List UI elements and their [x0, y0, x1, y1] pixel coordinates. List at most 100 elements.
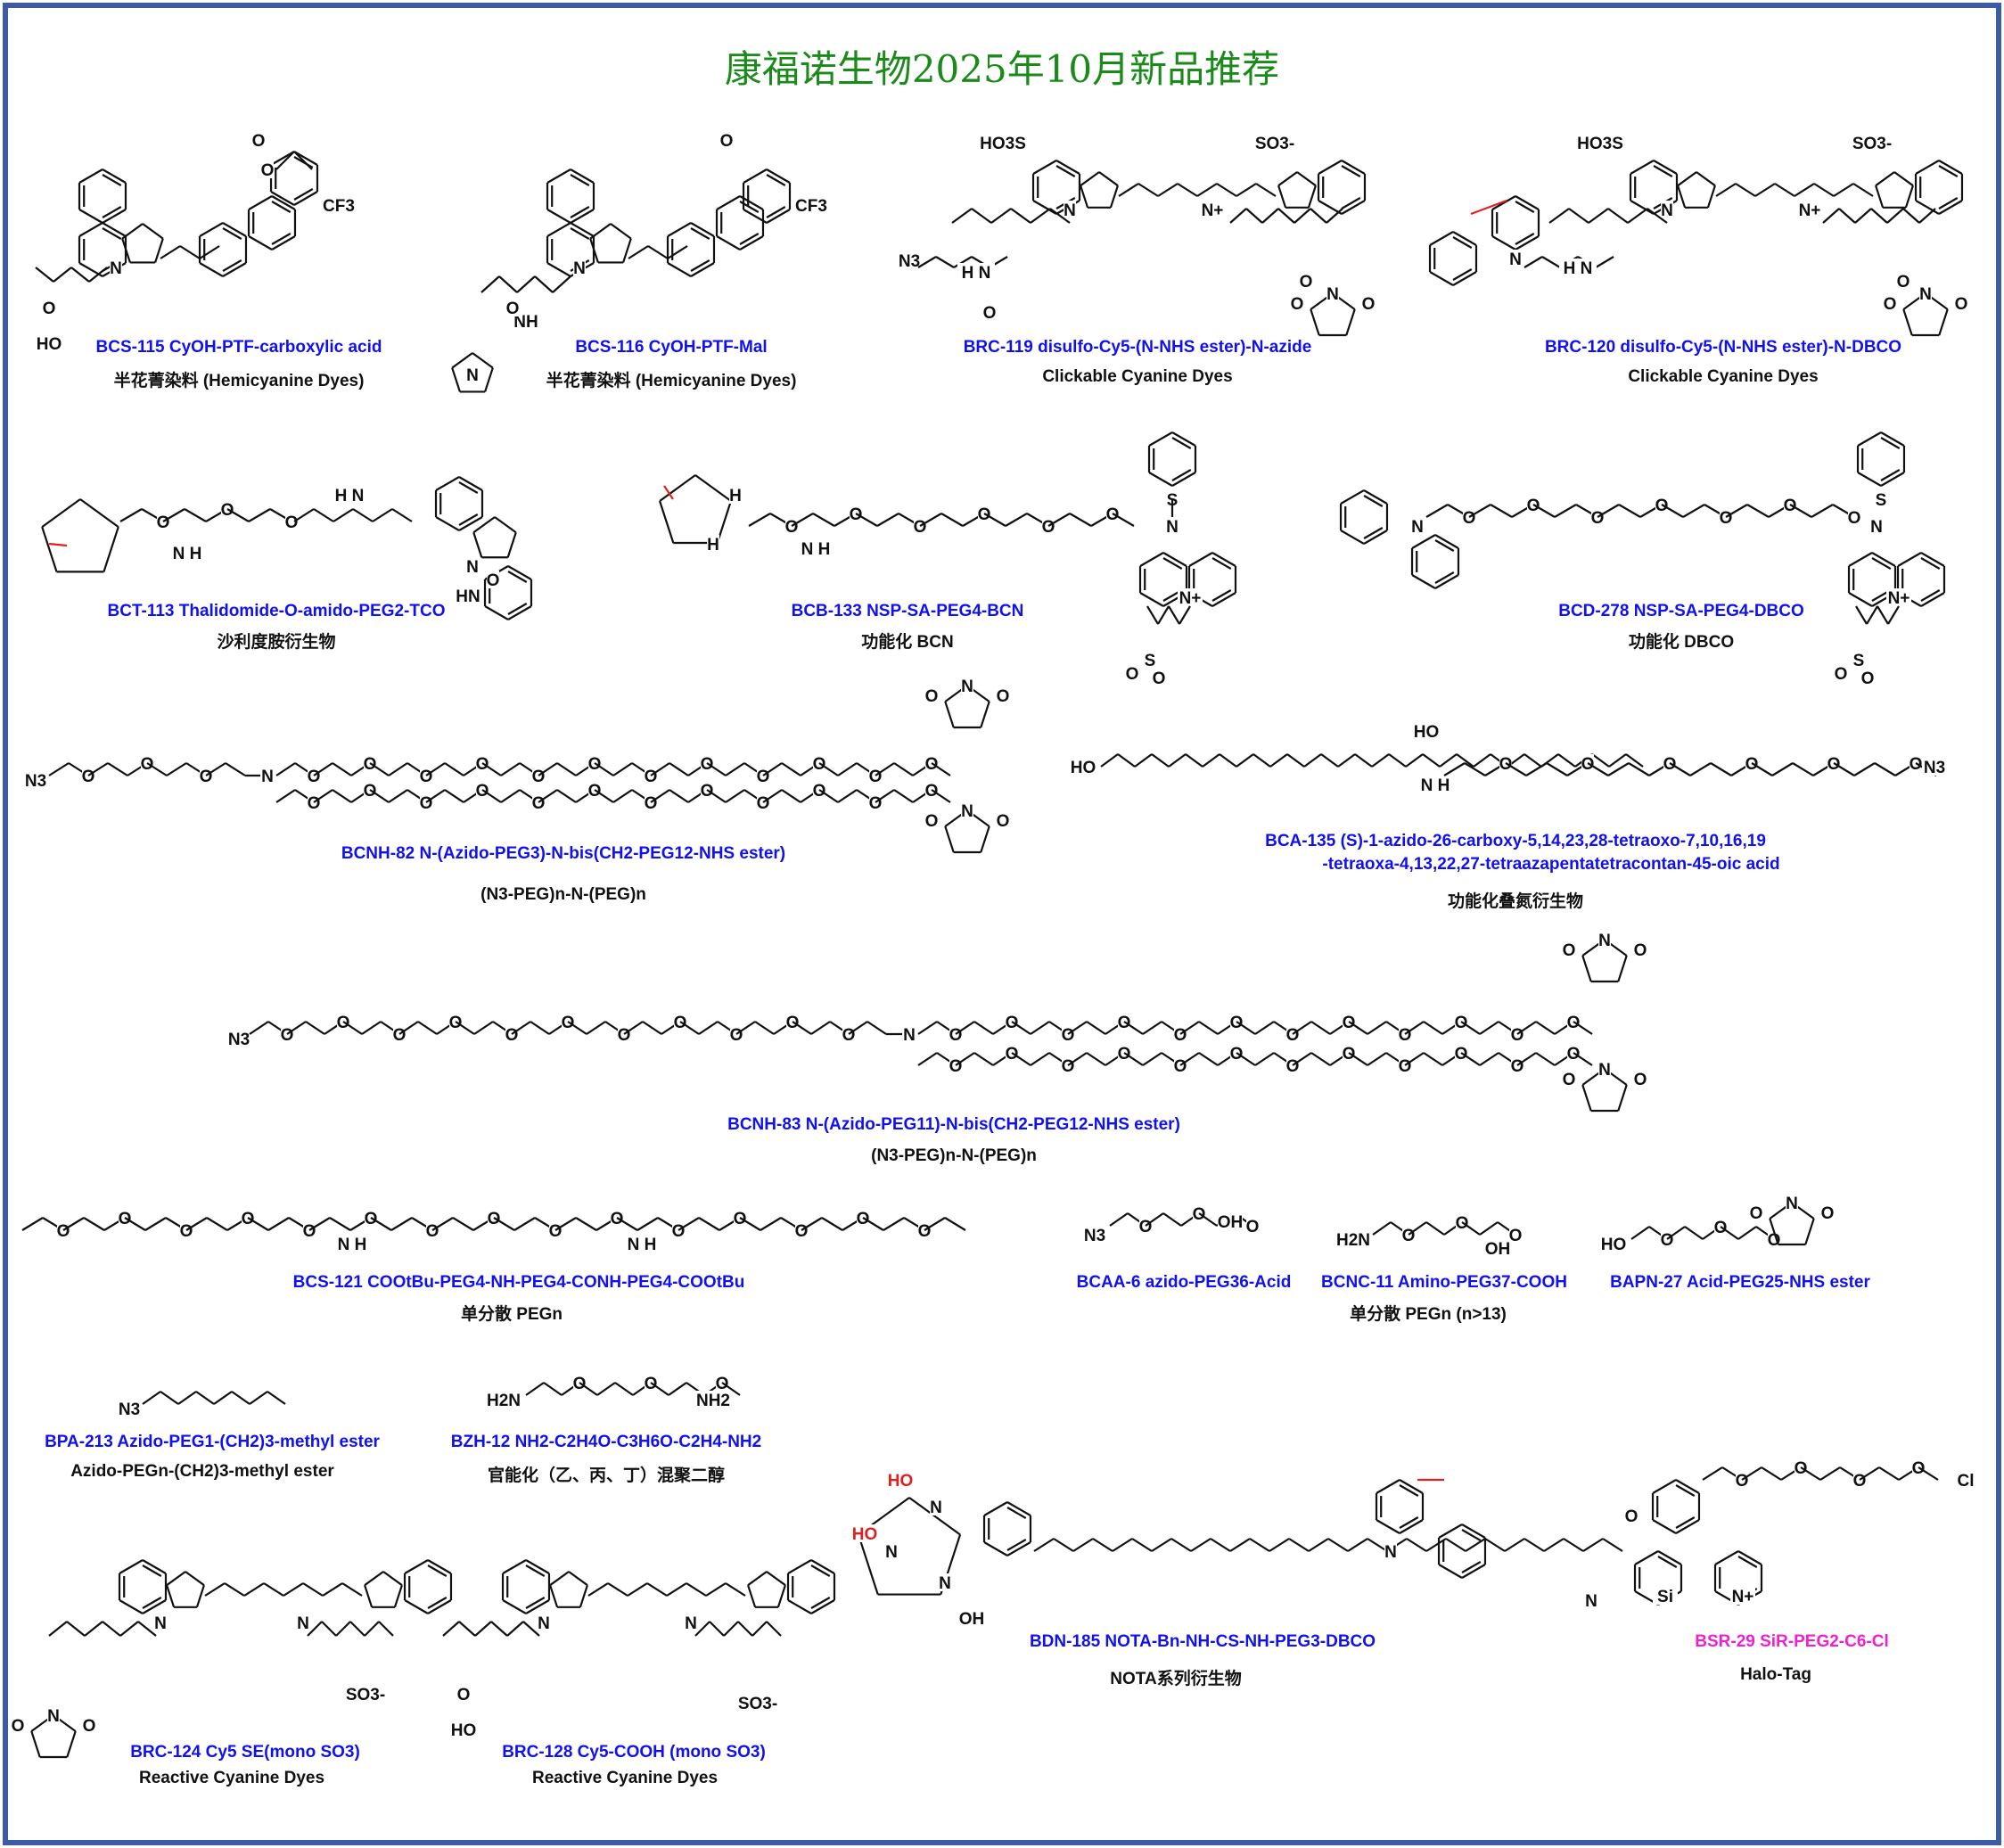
svg-text:O: O — [978, 505, 991, 524]
product-label-brc-119: BRC-119 disulfo-Cy5-(N-NHS ester)-N-azid… — [963, 338, 1312, 357]
svg-text:O: O — [1106, 505, 1120, 524]
svg-text:N: N — [1166, 518, 1179, 537]
svg-text:O: O — [252, 132, 266, 151]
svg-text:NH: NH — [513, 313, 538, 332]
svg-text:O: O — [1511, 1057, 1524, 1076]
svg-text:N H: N H — [628, 1236, 657, 1254]
svg-text:H2N: H2N — [487, 1392, 521, 1410]
svg-text:N: N — [1661, 201, 1673, 220]
svg-text:O: O — [1853, 1472, 1867, 1491]
svg-text:O: O — [925, 812, 939, 831]
svg-text:O: O — [1663, 755, 1677, 774]
product-label-bzh-12: BZH-12 NH2-C2H4O-C3H6O-C2H4-NH2 — [450, 1433, 762, 1451]
svg-text:O: O — [506, 300, 520, 318]
svg-text:O: O — [505, 1026, 519, 1045]
svg-text:OH: OH — [1218, 1213, 1244, 1232]
svg-text:N: N — [1919, 285, 1932, 304]
svg-text:O: O — [1511, 1026, 1524, 1045]
svg-text:SO3-: SO3- — [738, 1695, 777, 1713]
product-label-bcnh-83: BCNH-83 N-(Azido-PEG11)-N-bis(CH2-PEG12-… — [727, 1115, 1180, 1134]
svg-text:O: O — [532, 768, 546, 786]
svg-text:O: O — [785, 518, 799, 537]
svg-text:N3: N3 — [1084, 1227, 1105, 1245]
svg-text:O: O — [983, 304, 997, 323]
svg-text:O: O — [1343, 1045, 1356, 1064]
svg-text:N+: N+ — [1732, 1588, 1754, 1606]
product-category: 沙利度胺衍生物 — [217, 633, 336, 652]
svg-text:O: O — [1634, 1071, 1647, 1089]
svg-text:H N: H N — [335, 487, 365, 505]
product-label-bct-113: BCT-113 Thalidomide-O-amido-PEG2-TCO — [107, 602, 446, 620]
svg-text:O: O — [1286, 1057, 1300, 1076]
svg-text:O: O — [303, 1222, 316, 1241]
svg-text:O: O — [701, 782, 714, 801]
product-label-bdn-185: BDN-185 NOTA-Bn-NH-CS-NH-PEG3-DBCO — [1029, 1632, 1376, 1651]
svg-text:O: O — [1006, 1014, 1019, 1032]
svg-text:N H: N H — [801, 540, 831, 559]
svg-text:O: O — [1402, 1227, 1416, 1245]
svg-text:H N: H N — [962, 264, 991, 283]
svg-text:N: N — [961, 802, 973, 821]
svg-text:O: O — [308, 794, 321, 813]
svg-text:O: O — [285, 513, 299, 532]
svg-text:S: S — [1145, 652, 1156, 670]
svg-text:H N: H N — [1564, 259, 1593, 278]
product-label-bpa-213: BPA-213 Azido-PEG1-(CH2)3-methyl ester — [45, 1433, 380, 1451]
svg-text:N: N — [47, 1707, 60, 1726]
svg-text:O: O — [672, 1222, 686, 1241]
product-category: NOTA系列衍生物 — [1110, 1670, 1242, 1688]
svg-text:O: O — [1720, 509, 1733, 528]
svg-text:O: O — [119, 1210, 132, 1228]
svg-text:OH: OH — [959, 1610, 985, 1629]
svg-text:N: N — [1870, 518, 1883, 537]
svg-text:NH2: NH2 — [696, 1392, 730, 1410]
svg-text:O: O — [618, 1026, 631, 1045]
product-label-bsr-29: BSR-29 SiR-PEG2-C6-Cl — [1695, 1632, 1889, 1651]
svg-text:N: N — [1509, 251, 1522, 269]
svg-text:O: O — [1655, 497, 1669, 515]
product-category: 单分散 PEGn (n>13) — [1350, 1305, 1507, 1324]
product-category: Reactive Cyanine Dyes — [531, 1769, 719, 1787]
svg-text:O: O — [1399, 1026, 1412, 1045]
svg-text:O: O — [1661, 1231, 1674, 1250]
svg-text:O: O — [1455, 1045, 1468, 1064]
product-category: 功能化叠氮衍生物 — [1447, 892, 1584, 911]
svg-text:N H: N H — [1421, 776, 1450, 795]
svg-text:S: S — [1876, 491, 1887, 510]
svg-text:O: O — [1910, 755, 1923, 774]
svg-text:O: O — [57, 1222, 70, 1241]
svg-text:O: O — [720, 132, 734, 151]
svg-text:O: O — [1827, 755, 1841, 774]
svg-text:SO3-: SO3- — [1852, 135, 1892, 153]
svg-text:HO: HO — [852, 1525, 878, 1544]
svg-text:O: O — [949, 1026, 963, 1045]
svg-text:N3: N3 — [25, 772, 46, 791]
svg-text:O: O — [813, 782, 826, 801]
svg-text:O: O — [1821, 1204, 1835, 1223]
svg-text:O: O — [242, 1210, 255, 1228]
svg-text:O: O — [1456, 1214, 1469, 1233]
svg-text:HN: HN — [456, 587, 480, 606]
svg-text:O: O — [734, 1210, 747, 1228]
product-label-bcs-115: BCS-115 CyOH-PTF-carboxylic acid — [95, 338, 382, 357]
svg-text:O: O — [141, 755, 154, 774]
svg-text:O: O — [488, 1210, 501, 1228]
svg-text:O: O — [1062, 1026, 1075, 1045]
svg-text:O: O — [1736, 1472, 1749, 1491]
svg-text:O: O — [1912, 1459, 1926, 1478]
product-category: 功能化 BCN — [861, 633, 954, 652]
svg-text:O: O — [949, 1057, 963, 1076]
svg-text:O: O — [1006, 1045, 1019, 1064]
svg-text:O: O — [786, 1014, 800, 1032]
svg-text:O: O — [813, 755, 826, 774]
product-label-bcnc-11: BCNC-11 Amino-PEG37-COOH — [1321, 1273, 1567, 1292]
product-category: Azido-PEGn-(CH2)3-methyl ester — [70, 1462, 334, 1481]
product-category: Halo-Tag — [1740, 1665, 1811, 1684]
